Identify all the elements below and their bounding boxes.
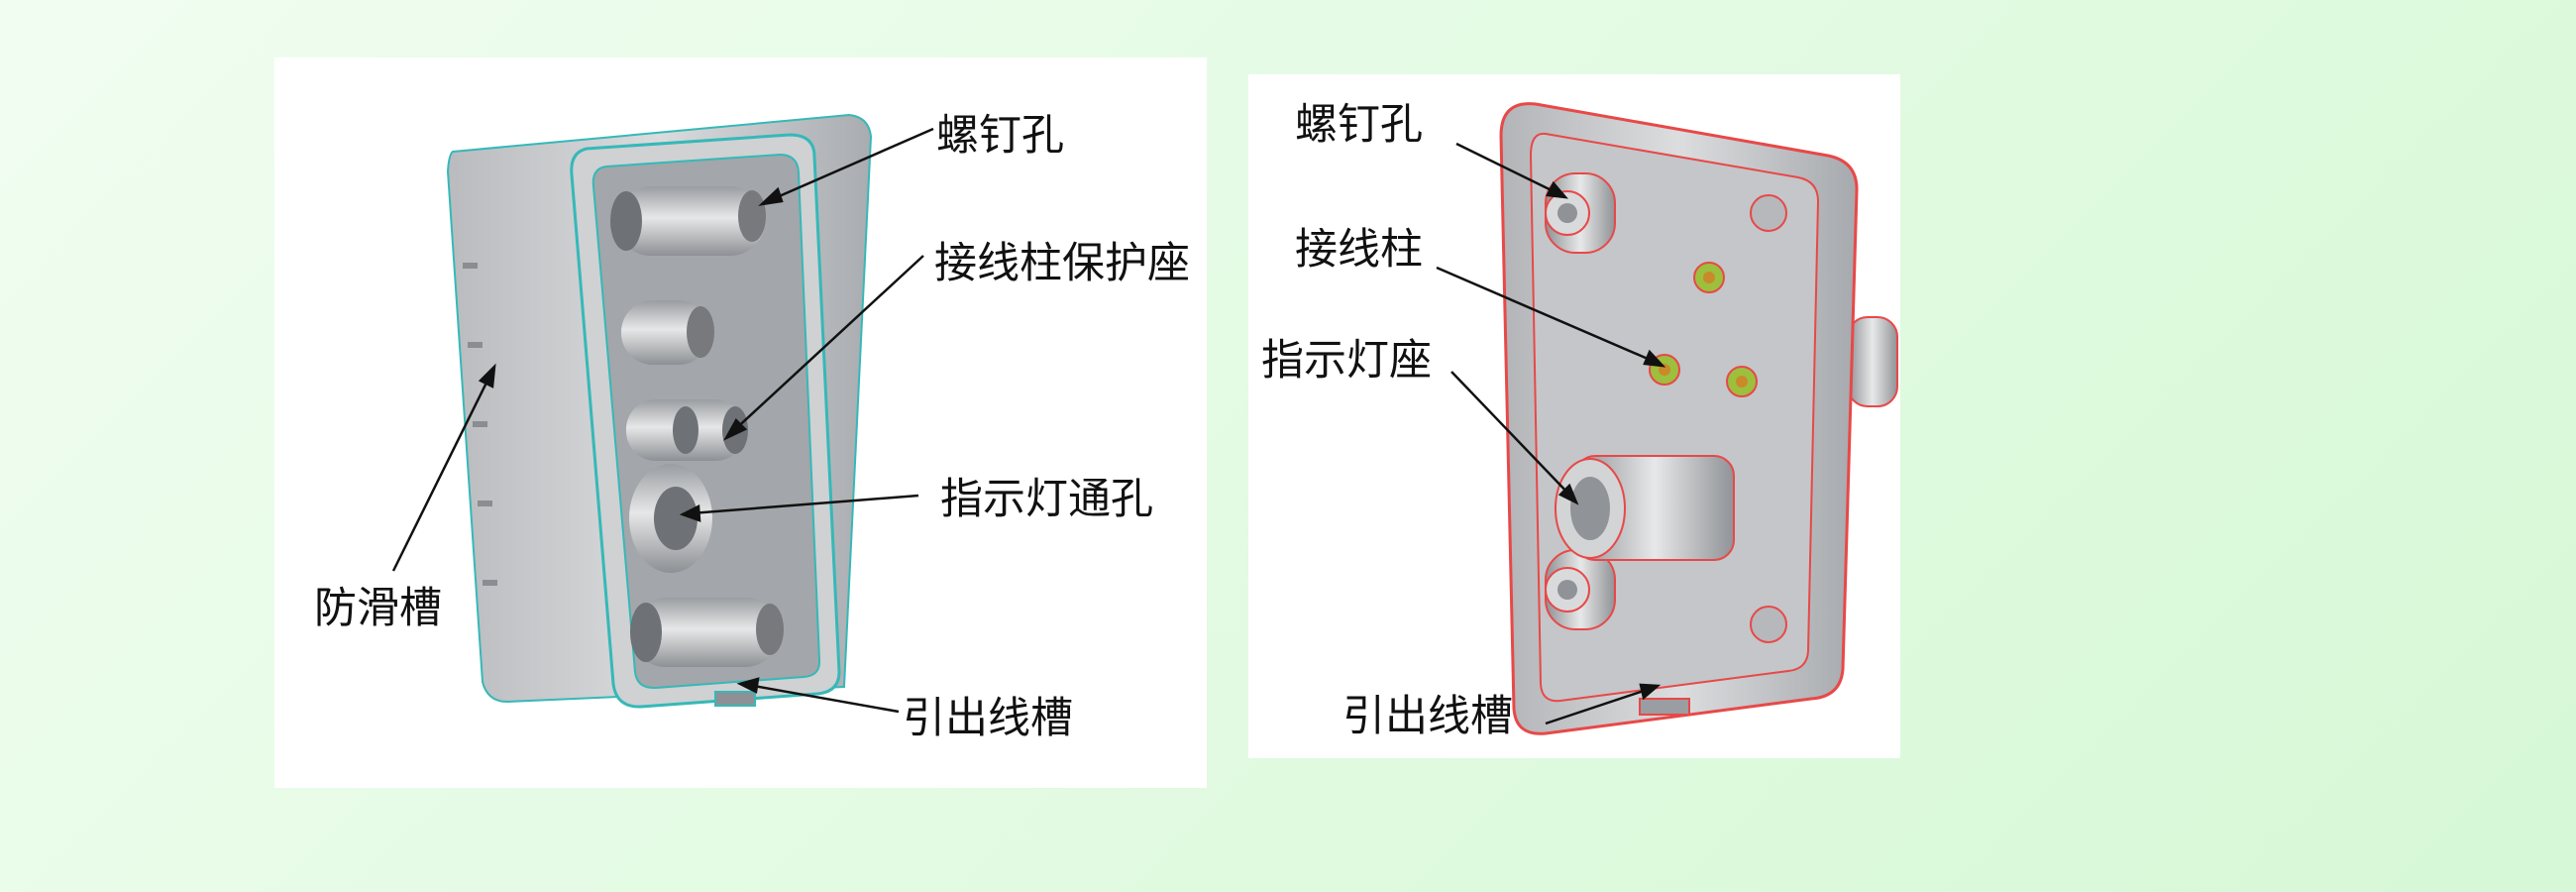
cylinder-two xyxy=(621,300,714,365)
anti-slip-grooves xyxy=(463,263,497,586)
right-housing-drawing xyxy=(1436,102,1898,735)
screw-hole-bottom xyxy=(630,598,784,667)
left-leader-lines xyxy=(391,127,934,714)
screw-hole-boss-bottom xyxy=(1545,549,1616,630)
label-wire-slot: 引出线槽 xyxy=(1342,692,1513,741)
label-terminal-guard: 接线柱保护座 xyxy=(934,239,1190,288)
indicator-through-hole xyxy=(629,464,712,573)
right-leader-lines xyxy=(1436,142,1666,725)
terminal-guard-cylinders xyxy=(626,399,748,461)
label-terminal: 接线柱 xyxy=(1295,225,1423,275)
left-housing-drawing xyxy=(391,113,934,714)
wire-slot-notch xyxy=(1639,698,1690,716)
side-stub xyxy=(1847,316,1898,407)
right-diagram-panel: 螺钉孔 接线柱 指示灯座 引出线槽 xyxy=(1248,74,1900,758)
label-anti-slip: 防滑槽 xyxy=(314,584,442,633)
label-screw-hole: 螺钉孔 xyxy=(1295,100,1423,150)
label-wire-slot: 引出线槽 xyxy=(903,694,1073,743)
left-diagram-panel: 螺钉孔 接线柱保护座 指示灯通孔 防滑槽 引出线槽 xyxy=(274,57,1207,788)
label-indicator-hole: 指示灯通孔 xyxy=(940,475,1153,524)
screw-hole-top xyxy=(610,186,766,256)
wire-slot-notch xyxy=(714,691,756,707)
indicator-seat xyxy=(1555,455,1735,561)
corner-holes xyxy=(1750,194,1787,643)
label-indicator-seat: 指示灯座 xyxy=(1261,336,1432,386)
label-screw-hole: 螺钉孔 xyxy=(936,111,1064,161)
